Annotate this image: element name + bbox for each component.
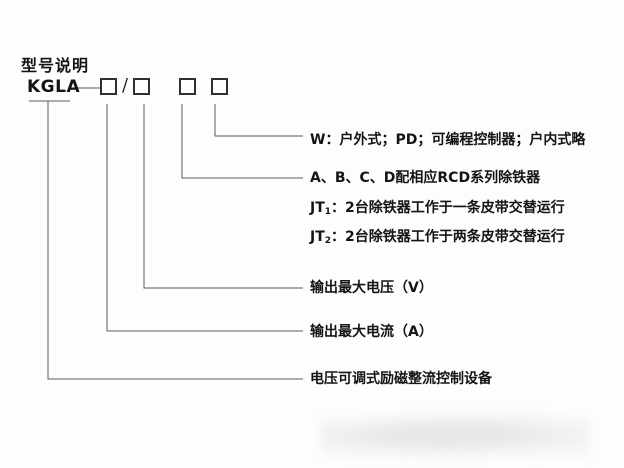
label-rcd-series: A、B、C、D配相应RCD系列除铁器 — [310, 170, 541, 186]
label-jt1-text: ：2台除铁器工作于一条皮带交替运行 — [331, 200, 565, 216]
label-jt2-subscript: 2 — [324, 236, 332, 246]
label-jt2-text: ：2台除铁器工作于两条皮带交替运行 — [331, 229, 565, 245]
model-box-voltage — [133, 78, 150, 95]
label-jt1-prefix: JT — [310, 200, 325, 216]
label-jt1-subscript: 1 — [324, 207, 332, 217]
connector-box1-to-current — [106, 104, 303, 332]
connector-box2-to-voltage — [143, 104, 303, 289]
page-title: 型号说明 — [21, 56, 90, 75]
label-outdoor-type: W：户外式；PD；可编程控制器；户内式略 — [310, 132, 586, 148]
label-device-description: 电压可调式励磁整流控制设备 — [310, 371, 492, 387]
connector-kgla-to-base — [29, 100, 303, 380]
connector-box4-to-w — [214, 104, 303, 137]
model-separator: / — [121, 75, 129, 96]
connector-box3-to-abcd — [181, 104, 303, 179]
model-code: KGLA — [27, 77, 81, 97]
model-box-type — [211, 78, 228, 95]
model-box-current — [100, 78, 117, 95]
label-jt1: JT1：2台除铁器工作于一条皮带交替运行 — [310, 199, 565, 221]
label-max-voltage: 输出最大电压（V） — [310, 280, 433, 296]
label-jt2-prefix: JT — [310, 229, 325, 245]
model-box-series — [179, 78, 196, 95]
label-max-current: 输出最大电流（A） — [310, 324, 433, 340]
watermark-smudge — [320, 408, 590, 460]
label-jt2: JT2：2台除铁器工作于两条皮带交替运行 — [310, 228, 565, 250]
